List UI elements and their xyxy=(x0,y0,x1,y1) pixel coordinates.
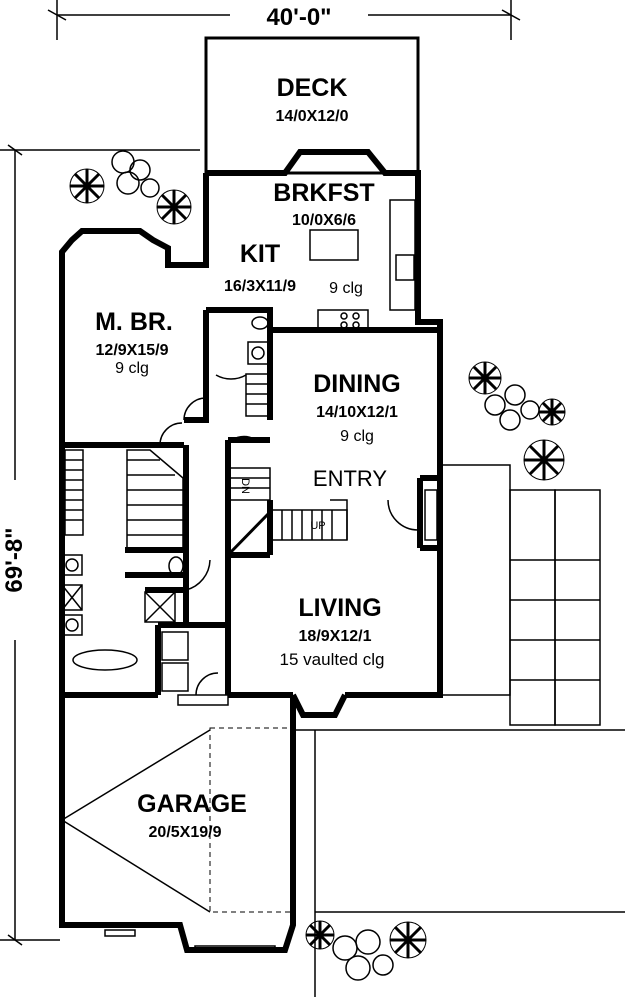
exterior-walls xyxy=(59,149,443,718)
room-name-entry: ENTRY xyxy=(313,466,387,491)
room-name-deck: DECK xyxy=(277,74,348,102)
overall-depth-label: 69'-8" xyxy=(1,527,28,592)
dimension-lines xyxy=(0,0,521,946)
room-name-garage: GARAGE xyxy=(137,790,247,818)
tree-icon xyxy=(389,921,427,959)
tree-icon xyxy=(523,439,565,481)
room-size-garage: 20/5X19/9 xyxy=(149,824,222,841)
deck xyxy=(204,36,420,175)
room-size-kit: 16/3X11/9 xyxy=(224,278,296,295)
room-size-living: 18/9X12/1 xyxy=(299,628,372,645)
tree-icon xyxy=(156,189,192,225)
room-note-mbr: 9 clg xyxy=(115,360,149,377)
tree-icon xyxy=(538,398,566,426)
room-name-brkfst: BRKFST xyxy=(273,179,374,207)
room-name-mbr: M. BR. xyxy=(95,308,173,336)
stair-down-label: DN xyxy=(239,478,251,494)
room-size-mbr: 12/9X15/9 xyxy=(96,342,169,359)
overall-width-label: 40'-0" xyxy=(266,4,331,31)
stair-up-label: UP xyxy=(310,520,325,532)
garage-outline xyxy=(59,695,625,997)
room-name-living: LIVING xyxy=(298,594,381,622)
tree-icon xyxy=(69,168,105,204)
stairs xyxy=(226,467,348,557)
room-note-dining: 9 clg xyxy=(340,428,374,445)
room-note-kit: 9 clg xyxy=(329,280,363,297)
fixtures xyxy=(61,199,438,692)
room-size-dining: 14/10X12/1 xyxy=(316,404,398,421)
landscaping xyxy=(69,150,566,981)
room-note-living: 15 vaulted clg xyxy=(280,650,385,669)
doors xyxy=(159,374,419,706)
tree-icon xyxy=(468,361,502,395)
front-porch xyxy=(439,464,601,726)
room-size-brkfst: 10/0X6/6 xyxy=(292,212,356,229)
labels: 40'-0" 69'-8" DECK 14/0X12/0 BRKFST 10/0… xyxy=(1,4,401,841)
tree-icon xyxy=(305,920,335,950)
shrub-icon xyxy=(332,929,394,981)
shrub-icon xyxy=(111,150,160,198)
room-name-dining: DINING xyxy=(313,370,401,398)
room-name-kit: KIT xyxy=(240,240,280,268)
room-size-deck: 14/0X12/0 xyxy=(276,108,349,125)
